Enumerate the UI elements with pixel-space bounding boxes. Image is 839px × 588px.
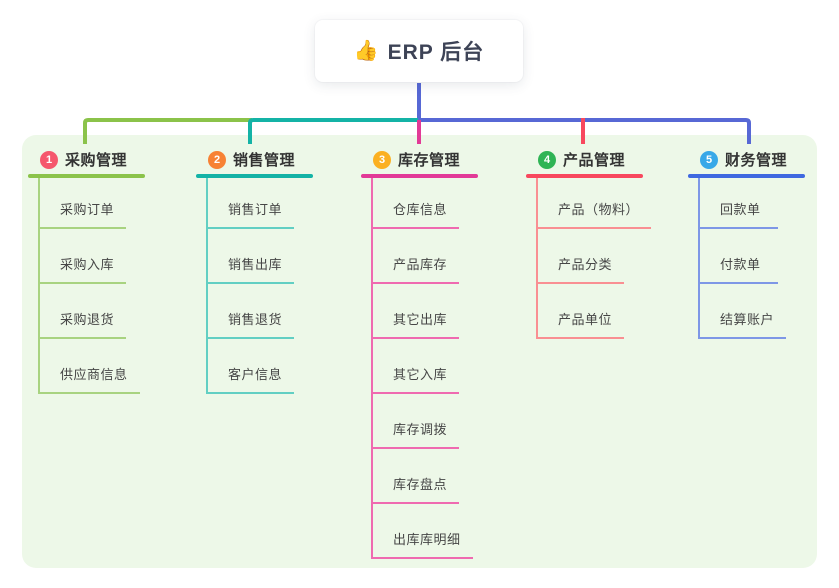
branch-title: 销售管理: [233, 152, 296, 169]
branch-children: 产品（物料） 产品分类 产品单位: [536, 178, 652, 339]
child-label: 仓库信息: [393, 202, 448, 217]
child-label: 库存调拨: [393, 422, 448, 437]
branch-title: 库存管理: [398, 152, 461, 169]
branch-header-inventory[interactable]: 3 库存管理: [361, 145, 478, 174]
child-label: 采购订单: [60, 202, 115, 217]
branch-underline: [361, 174, 478, 178]
child-label: 产品（物料）: [558, 202, 640, 217]
thumbs-up-icon: 👍: [353, 40, 379, 62]
branch-number-badge: 3: [373, 150, 391, 169]
child-label: 付款单: [720, 257, 761, 272]
child-label: 销售订单: [228, 202, 283, 217]
branch-sales: 2 销售管理 销售订单 销售出库 销售退货 客户信息: [196, 145, 313, 394]
root-node-title: ERP 后台: [387, 41, 485, 64]
child-label: 其它出库: [393, 312, 448, 327]
branch-inventory: 3 库存管理 仓库信息 产品库存 其它出库 其它入库 库存调拨 库存盘点 出库库…: [361, 145, 478, 559]
branch-purchase: 1 采购管理 采购订单 采购入库 采购退货 供应商信息: [28, 145, 145, 394]
child-label: 销售退货: [228, 312, 283, 327]
child-node[interactable]: 采购退货: [40, 284, 127, 339]
child-node[interactable]: 产品（物料）: [538, 178, 652, 229]
child-node[interactable]: 付款单: [700, 229, 778, 284]
child-node[interactable]: 库存调拨: [373, 394, 460, 449]
branch-number-badge: 2: [208, 150, 226, 169]
child-node[interactable]: 销售订单: [208, 178, 295, 229]
branch-number-badge: 1: [40, 150, 58, 169]
child-node[interactable]: 结算账户: [700, 284, 787, 339]
branch-underline: [688, 174, 805, 178]
child-label: 库存盘点: [393, 477, 448, 492]
child-label: 其它入库: [393, 367, 448, 382]
child-node[interactable]: 其它出库: [373, 284, 460, 339]
branch-number-badge: 5: [700, 150, 718, 169]
child-node[interactable]: 销售退货: [208, 284, 295, 339]
child-label: 客户信息: [228, 367, 283, 382]
child-label: 销售出库: [228, 257, 283, 272]
child-node[interactable]: 销售出库: [208, 229, 295, 284]
branch-header-purchase[interactable]: 1 采购管理: [28, 145, 145, 174]
child-node[interactable]: 产品库存: [373, 229, 460, 284]
child-node[interactable]: 其它入库: [373, 339, 460, 394]
branch-children: 采购订单 采购入库 采购退货 供应商信息: [38, 178, 140, 394]
child-node[interactable]: 产品单位: [538, 284, 625, 339]
child-node[interactable]: 客户信息: [208, 339, 295, 394]
branch-underline: [196, 174, 313, 178]
branch-title: 财务管理: [725, 152, 788, 169]
branch-children: 回款单 付款单 结算账户: [698, 178, 787, 339]
child-label: 结算账户: [720, 312, 775, 327]
child-node[interactable]: 供应商信息: [40, 339, 140, 394]
branches-background-panel: [22, 135, 817, 568]
child-node[interactable]: 仓库信息: [373, 178, 460, 229]
child-label: 采购入库: [60, 257, 115, 272]
branch-title: 采购管理: [65, 152, 128, 169]
branch-children: 销售订单 销售出库 销售退货 客户信息: [206, 178, 295, 394]
child-node[interactable]: 回款单: [700, 178, 778, 229]
child-node[interactable]: 采购入库: [40, 229, 127, 284]
branch-underline: [28, 174, 145, 178]
child-node[interactable]: 出库库明细: [373, 504, 473, 559]
branch-product: 4 产品管理 产品（物料） 产品分类 产品单位: [526, 145, 652, 339]
branch-children: 仓库信息 产品库存 其它出库 其它入库 库存调拨 库存盘点 出库库明细: [371, 178, 473, 559]
branch-finance: 5 财务管理 回款单 付款单 结算账户: [688, 145, 805, 339]
child-label: 产品分类: [558, 257, 613, 272]
child-node[interactable]: 产品分类: [538, 229, 625, 284]
branch-number-badge: 4: [538, 150, 556, 169]
child-label: 产品单位: [558, 312, 613, 327]
child-node[interactable]: 库存盘点: [373, 449, 460, 504]
branch-underline: [526, 174, 643, 178]
branch-header-product[interactable]: 4 产品管理: [526, 145, 643, 174]
branch-header-finance[interactable]: 5 财务管理: [688, 145, 805, 174]
branch-header-sales[interactable]: 2 销售管理: [196, 145, 313, 174]
child-label: 出库库明细: [393, 532, 461, 547]
child-label: 产品库存: [393, 257, 448, 272]
child-label: 回款单: [720, 202, 761, 217]
child-label: 供应商信息: [60, 367, 128, 382]
child-label: 采购退货: [60, 312, 115, 327]
branch-title: 产品管理: [563, 152, 626, 169]
root-node-erp[interactable]: 👍 ERP 后台: [315, 20, 523, 82]
child-node[interactable]: 采购订单: [40, 178, 127, 229]
